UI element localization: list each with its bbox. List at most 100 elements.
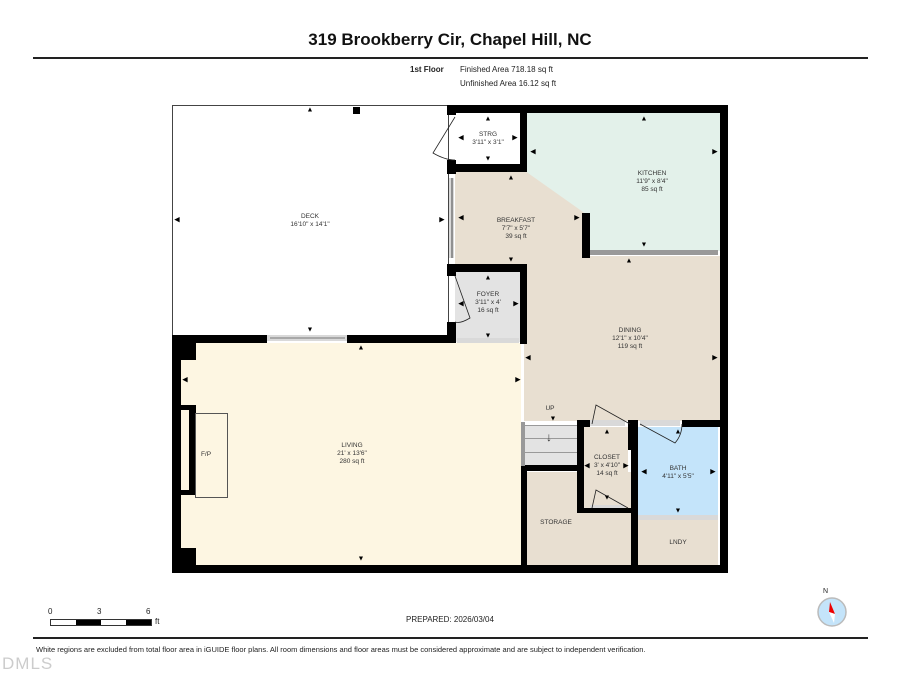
dim-arrow-icon: ◀ xyxy=(641,468,647,476)
wall-strg-bottom xyxy=(447,164,527,172)
compass-icon xyxy=(817,597,847,627)
fireplace-name: F/P xyxy=(200,451,212,458)
wall-closet-top-left xyxy=(577,420,590,427)
dining-dims: 12'1" x 10'4" xyxy=(612,335,648,342)
label-lndy: LNDY xyxy=(669,539,686,547)
dim-arrow-icon: ◀ xyxy=(458,300,464,308)
dim-arrow-icon: ▶ xyxy=(515,376,521,384)
door-swings xyxy=(270,116,683,509)
wall-foyer-right xyxy=(520,264,527,344)
room-strg xyxy=(455,113,520,164)
dim-arrow-icon: ▼ xyxy=(306,326,314,334)
stairs-up-label: UP xyxy=(545,405,555,412)
dim-arrow-icon: ▶ xyxy=(512,134,518,142)
dim-arrow-icon: ▲ xyxy=(357,344,365,352)
wall-stair-top xyxy=(521,465,577,471)
dim-arrow-icon: ▼ xyxy=(484,155,492,163)
closet-name: CLOSET xyxy=(593,454,620,461)
strg-dims: 3'11" x 3'1" xyxy=(472,139,504,146)
breakfast-door[interactable] xyxy=(449,178,454,258)
wall-closet-left xyxy=(577,420,584,513)
dim-arrow-icon: ◀ xyxy=(584,462,590,470)
finished-area: Finished Area 718.18 sq ft xyxy=(460,65,553,74)
dim-arrow-icon: ◀ xyxy=(458,134,464,142)
dining-name: DINING xyxy=(618,327,642,334)
wall-bath-top-right xyxy=(682,420,722,427)
living-dims: 21' x 13'6" xyxy=(337,450,367,457)
label-fireplace: F/P xyxy=(201,451,211,459)
stairs[interactable] xyxy=(525,425,577,466)
footer-divider xyxy=(33,637,868,639)
wall-top xyxy=(447,105,727,113)
kitchen-dining-counter xyxy=(590,250,718,255)
dim-arrow-icon: ◀ xyxy=(182,376,188,384)
kitchen-name: KITCHEN xyxy=(637,170,667,177)
wall-bottom xyxy=(172,565,728,573)
room-living xyxy=(181,343,521,565)
foyer-dims: 3'11" x 4' xyxy=(475,299,501,306)
wall-breakfast-divider xyxy=(582,213,590,258)
dim-arrow-icon: ▶ xyxy=(710,468,716,476)
lndy-name: LNDY xyxy=(669,539,687,546)
scale-tick-3: 3 xyxy=(97,607,102,616)
dim-arrow-icon: ◀ xyxy=(174,216,180,224)
scale-unit: ft xyxy=(155,617,160,626)
fireplace-hearth xyxy=(195,413,228,498)
compass-label: N xyxy=(823,588,829,595)
wall-left-corner-bottom xyxy=(172,548,196,568)
deck-dims: 16'10" x 14'1" xyxy=(290,221,330,228)
dim-arrow-icon: ◀ xyxy=(458,214,464,222)
dim-arrow-icon: ▶ xyxy=(574,214,580,222)
dim-arrow-icon: ▲ xyxy=(484,115,492,123)
prepared-date: PREPARED: 2026/03/04 xyxy=(406,615,494,624)
room-lndy xyxy=(638,520,718,565)
wall-right xyxy=(720,105,728,573)
wall-strg-right xyxy=(520,113,527,171)
wall-living-top-left xyxy=(172,335,267,343)
dim-arrow-icon: ▲ xyxy=(484,274,492,282)
wall-foyer-left-bottom xyxy=(447,322,456,343)
disclaimer-text: White regions are excluded from total fl… xyxy=(36,645,646,654)
dim-arrow-icon: ▼ xyxy=(674,507,682,515)
wall-foyer-left-top xyxy=(447,264,456,276)
bath-name: BATH xyxy=(669,465,687,472)
label-storage: STORAGE xyxy=(540,519,572,527)
label-breakfast: BREAKFAST 7'7" x 5'7" 39 sq ft xyxy=(497,217,535,241)
property-title: 319 Brookberry Cir, Chapel Hill, NC xyxy=(308,30,592,49)
dim-arrow-icon: ◀ xyxy=(530,148,536,156)
dim-arrow-icon: ▶ xyxy=(439,216,445,224)
dim-arrow-icon: ▼ xyxy=(603,494,611,502)
dining-ext xyxy=(455,256,525,266)
living-area: 280 sq ft xyxy=(339,458,365,465)
dim-arrow-icon: ▼ xyxy=(357,555,365,563)
label-kitchen: KITCHEN 11'9" x 8'4" 85 sq ft xyxy=(636,170,668,194)
closet-area: 14 sq ft xyxy=(596,470,618,477)
label-foyer: FOYER 3'11" x 4' 16 sq ft xyxy=(475,291,501,315)
dim-arrow-icon: ◀ xyxy=(525,354,531,362)
label-strg: STRG 3'11" x 3'1" xyxy=(472,131,504,147)
strg-name: STRG xyxy=(478,131,498,138)
dim-arrow-icon: ▲ xyxy=(674,428,682,436)
dim-arrow-icon: ▶ xyxy=(513,300,519,308)
deck-post xyxy=(353,107,360,114)
dim-arrow-icon: ▶ xyxy=(712,354,718,362)
wall-strg-left-top xyxy=(447,105,456,115)
stairs-down-arrow-icon: ↓ xyxy=(546,430,552,444)
label-living: LIVING 21' x 13'6" 280 sq ft xyxy=(337,442,367,466)
closet-door-top[interactable] xyxy=(590,420,625,426)
foyer-name: FOYER xyxy=(476,291,500,298)
fireplace-inner xyxy=(181,410,189,490)
room-deck xyxy=(172,105,449,337)
dim-arrow-icon: ▼ xyxy=(549,415,557,423)
dim-arrow-icon: ▲ xyxy=(306,106,314,114)
scale-bar xyxy=(50,619,152,626)
dim-arrow-icon: ▲ xyxy=(603,428,611,436)
scale-tick-0: 0 xyxy=(48,607,53,616)
bath-door[interactable] xyxy=(640,420,680,426)
foyer-area: 16 sq ft xyxy=(477,307,499,314)
label-deck: DECK 16'10" x 14'1" xyxy=(290,213,329,229)
living-name: LIVING xyxy=(341,442,363,449)
dim-arrow-icon: ▶ xyxy=(712,148,718,156)
deck-name: DECK xyxy=(300,213,320,220)
breakfast-area: 39 sq ft xyxy=(505,233,527,240)
